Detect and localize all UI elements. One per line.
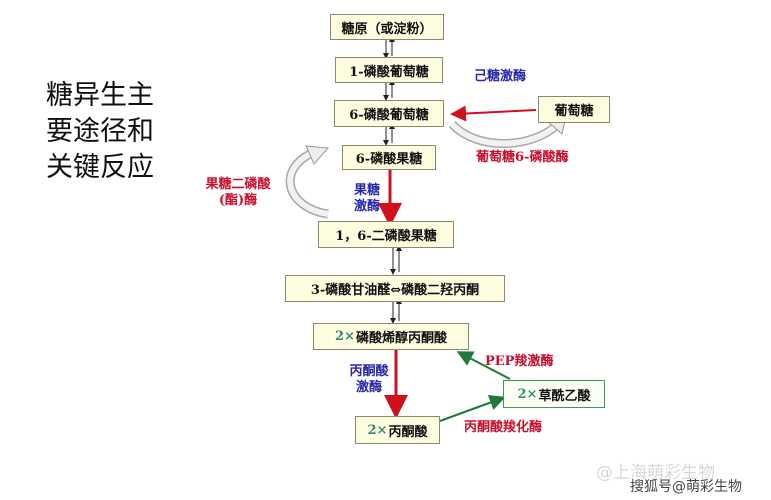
node-pep-prefix: 2× <box>335 329 355 344</box>
label-pyruvate-kinase: 丙酮酸 激酶 <box>344 364 394 396</box>
node-pep-label: 磷酸烯醇丙酮酸 <box>355 331 447 346</box>
pyruvate-carboxylase-arrow <box>439 394 506 422</box>
label-fbpase-line2: (酯)酶 <box>218 193 258 208</box>
reversible-arrow-triose-pep <box>390 298 402 324</box>
node-oaa-prefix: 2× <box>517 386 538 402</box>
node-oxaloacetate: 2× 草酰乙酸 <box>503 380 605 408</box>
node-pep: 2× 磷酸烯醇丙酮酸 <box>313 323 469 350</box>
label-pk-line2: 激酶 <box>355 380 382 395</box>
node-f16bp-label: 1，6-二磷酸果糖 <box>335 229 437 244</box>
node-glucose: 葡萄糖 <box>538 96 610 123</box>
title-line-2: 要途径和 <box>46 116 154 147</box>
node-f6p: 6-磷酸果糖 <box>342 145 436 170</box>
node-triose-phosphates: 3-磷酸甘油醛⇔磷酸二羟丙酮 <box>285 275 505 302</box>
reversible-arrow-g1p-g6p <box>383 79 395 101</box>
node-f16bp: 1，6-二磷酸果糖 <box>318 221 454 248</box>
label-pyruvate-carboxylase: 丙酮酸羧化酶 <box>464 420 543 435</box>
label-pfk: 果糖 激酶 <box>347 183 387 215</box>
label-fbpase: 果糖二磷酸 (酯)酶 <box>200 177 276 209</box>
node-pyruvate-prefix: 2× <box>367 422 388 438</box>
title-line-3: 关键反应 <box>46 152 154 183</box>
pepck-arrow <box>456 351 511 380</box>
hexokinase-arrow <box>450 105 537 122</box>
node-oaa-label: 草酰乙酸 <box>538 388 591 404</box>
node-g1p: 1-磷酸葡萄糖 <box>335 57 443 83</box>
page-title: 糖异生主 要途径和 关键反应 <box>46 78 186 186</box>
reversible-arrow-glycogen-g1p <box>383 36 395 59</box>
reversible-arrow-f16bp-triose <box>390 245 402 275</box>
label-pfk-line1: 果糖 <box>353 183 380 198</box>
watermark-top: @上海萌彩生物 <box>596 463 715 483</box>
node-f6p-label: 6-磷酸果糖 <box>355 152 423 167</box>
node-g1p-label: 1-磷酸葡萄糖 <box>349 64 429 80</box>
watermark-bottom: 搜狐号@萌彩生物 <box>630 479 742 495</box>
node-g6p: 6-磷酸葡萄糖 <box>334 100 444 127</box>
node-glycogen-label: 糖原（或淀粉） <box>341 21 433 37</box>
node-glycogen: 糖原（或淀粉） <box>330 14 444 40</box>
label-pk-line1: 丙酮酸 <box>349 364 389 379</box>
label-fbpase-line1: 果糖二磷酸 <box>205 177 271 192</box>
label-pepck: PEP羧激酶 <box>485 354 554 369</box>
reversible-arrow-g6p-f6p <box>383 123 395 146</box>
node-triose-label: 3-磷酸甘油醛⇔磷酸二羟丙酮 <box>310 283 480 298</box>
label-pfk-line2: 激酶 <box>353 199 380 214</box>
label-hexokinase: 己糖激酶 <box>474 69 527 84</box>
label-g6pase: 葡萄糖6-磷酸酶 <box>476 150 569 165</box>
title-line-1: 糖异生主 <box>46 80 154 111</box>
node-pyruvate-label: 丙酮酸 <box>388 424 428 440</box>
fbpase-curved-arrow <box>285 145 330 219</box>
node-pyruvate: 2× 丙酮酸 <box>355 416 440 444</box>
node-glucose-label: 葡萄糖 <box>554 104 594 119</box>
node-g6p-label: 6-磷酸葡萄糖 <box>349 108 429 123</box>
